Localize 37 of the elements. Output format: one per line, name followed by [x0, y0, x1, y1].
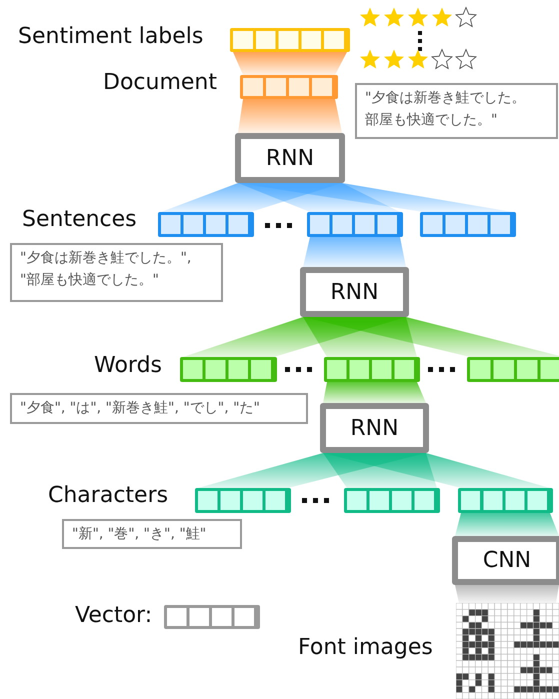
vector-bar	[158, 212, 254, 237]
connection-fan	[323, 382, 426, 403]
vector-bar	[180, 357, 277, 382]
vector-bar	[230, 28, 350, 52]
layer-label: Words	[94, 353, 162, 378]
vector-bar	[467, 357, 559, 382]
network-block: RNN	[320, 403, 429, 453]
connection-fan	[455, 513, 559, 536]
layer-label: Font images	[298, 635, 433, 660]
vector-bar	[420, 212, 516, 237]
connection-fan	[303, 317, 559, 357]
layer-label: Characters	[48, 483, 168, 508]
vector-bar	[195, 488, 291, 513]
vector-bar	[344, 488, 440, 513]
layer-label: Document	[103, 70, 217, 95]
layer-label: Vector:	[75, 603, 152, 628]
network-block: RNN	[300, 267, 409, 317]
example-text-box: "新", "巻", "き", "鮭"	[62, 519, 242, 549]
vector-bar	[240, 75, 338, 99]
font-bitmap-drawing	[456, 603, 559, 699]
example-text-box: "夕食", "は", "新巻き鮭", "でし", "た"	[10, 393, 308, 424]
vector-bar	[324, 357, 420, 382]
connection-fan	[233, 52, 347, 75]
layer-label: Sentiment labels	[18, 24, 204, 49]
connection-fan	[323, 453, 550, 488]
vector-bar	[164, 605, 260, 629]
connection-fan	[238, 99, 342, 133]
example-text-box: "夕食は新巻き鮭でした。", "部屋も快適でした。"	[10, 243, 223, 302]
network-block: RNN	[235, 133, 345, 183]
vector-bar	[458, 488, 553, 513]
vector-bar	[307, 212, 403, 237]
network-block: CNN	[452, 536, 559, 585]
connection-fan	[238, 183, 513, 212]
connection-fan	[455, 585, 559, 603]
connection-fan	[303, 237, 406, 267]
example-text-box: "夕食は新巻き鮭でした。部屋も快適でした。"	[355, 83, 558, 139]
layer-label: Sentences	[22, 207, 137, 232]
